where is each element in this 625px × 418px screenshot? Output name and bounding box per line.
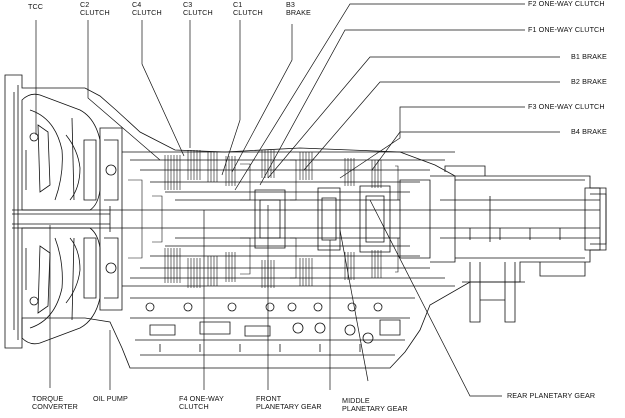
- c2-clutch-label: C2 CLUTCH: [80, 0, 110, 18]
- torque-converter-shape: [21, 93, 101, 345]
- f2-one-way-clutch-label: F2 ONE-WAY CLUTCH: [528, 0, 605, 8]
- b1-brake-label: B1 BRAKE: [571, 52, 607, 61]
- f1-one-way-clutch-label: F1 ONE-WAY CLUTCH: [528, 25, 605, 34]
- output-housing: [430, 165, 607, 323]
- rear-planetary-gear-label: REAR PLANETARY GEAR: [507, 391, 596, 400]
- b4-brake-label: B4 BRAKE: [571, 127, 607, 136]
- internal-details: [128, 159, 399, 279]
- c1-clutch-label: C1 CLUTCH: [233, 0, 263, 18]
- middle-planetary-gear-label: MIDDLE PLANETARY GEAR: [342, 396, 408, 414]
- planetary-gear-sets: [254, 179, 431, 259]
- oil-pump-label: OIL PUMP: [93, 394, 128, 403]
- f4-one-way-clutch-label: F4 ONE-WAY CLUTCH: [179, 394, 224, 412]
- leader-lines: [35, 3, 560, 397]
- torque-converter-label: TORQUE CONVERTER: [32, 394, 78, 412]
- f3-one-way-clutch-label: F3 ONE-WAY CLUTCH: [528, 102, 605, 111]
- clutch-plates: [164, 150, 382, 288]
- housing-outline: [4, 74, 607, 369]
- c4-clutch-label: C4 CLUTCH: [132, 0, 162, 18]
- clutch-packs-upper: [122, 151, 455, 201]
- clutch-packs-lower: [122, 237, 455, 287]
- valve-body: [130, 297, 415, 356]
- input-shaft: [12, 196, 600, 242]
- front-planetary-gear-label: FRONT PLANETARY GEAR: [256, 394, 322, 412]
- oil-pump-shape: [99, 127, 123, 311]
- c3-clutch-label: C3 CLUTCH: [183, 0, 213, 18]
- tcc-label: TCC: [28, 2, 44, 11]
- b2-brake-label: B2 BRAKE: [571, 77, 607, 86]
- b3-brake-label: B3 BRAKE: [286, 0, 311, 18]
